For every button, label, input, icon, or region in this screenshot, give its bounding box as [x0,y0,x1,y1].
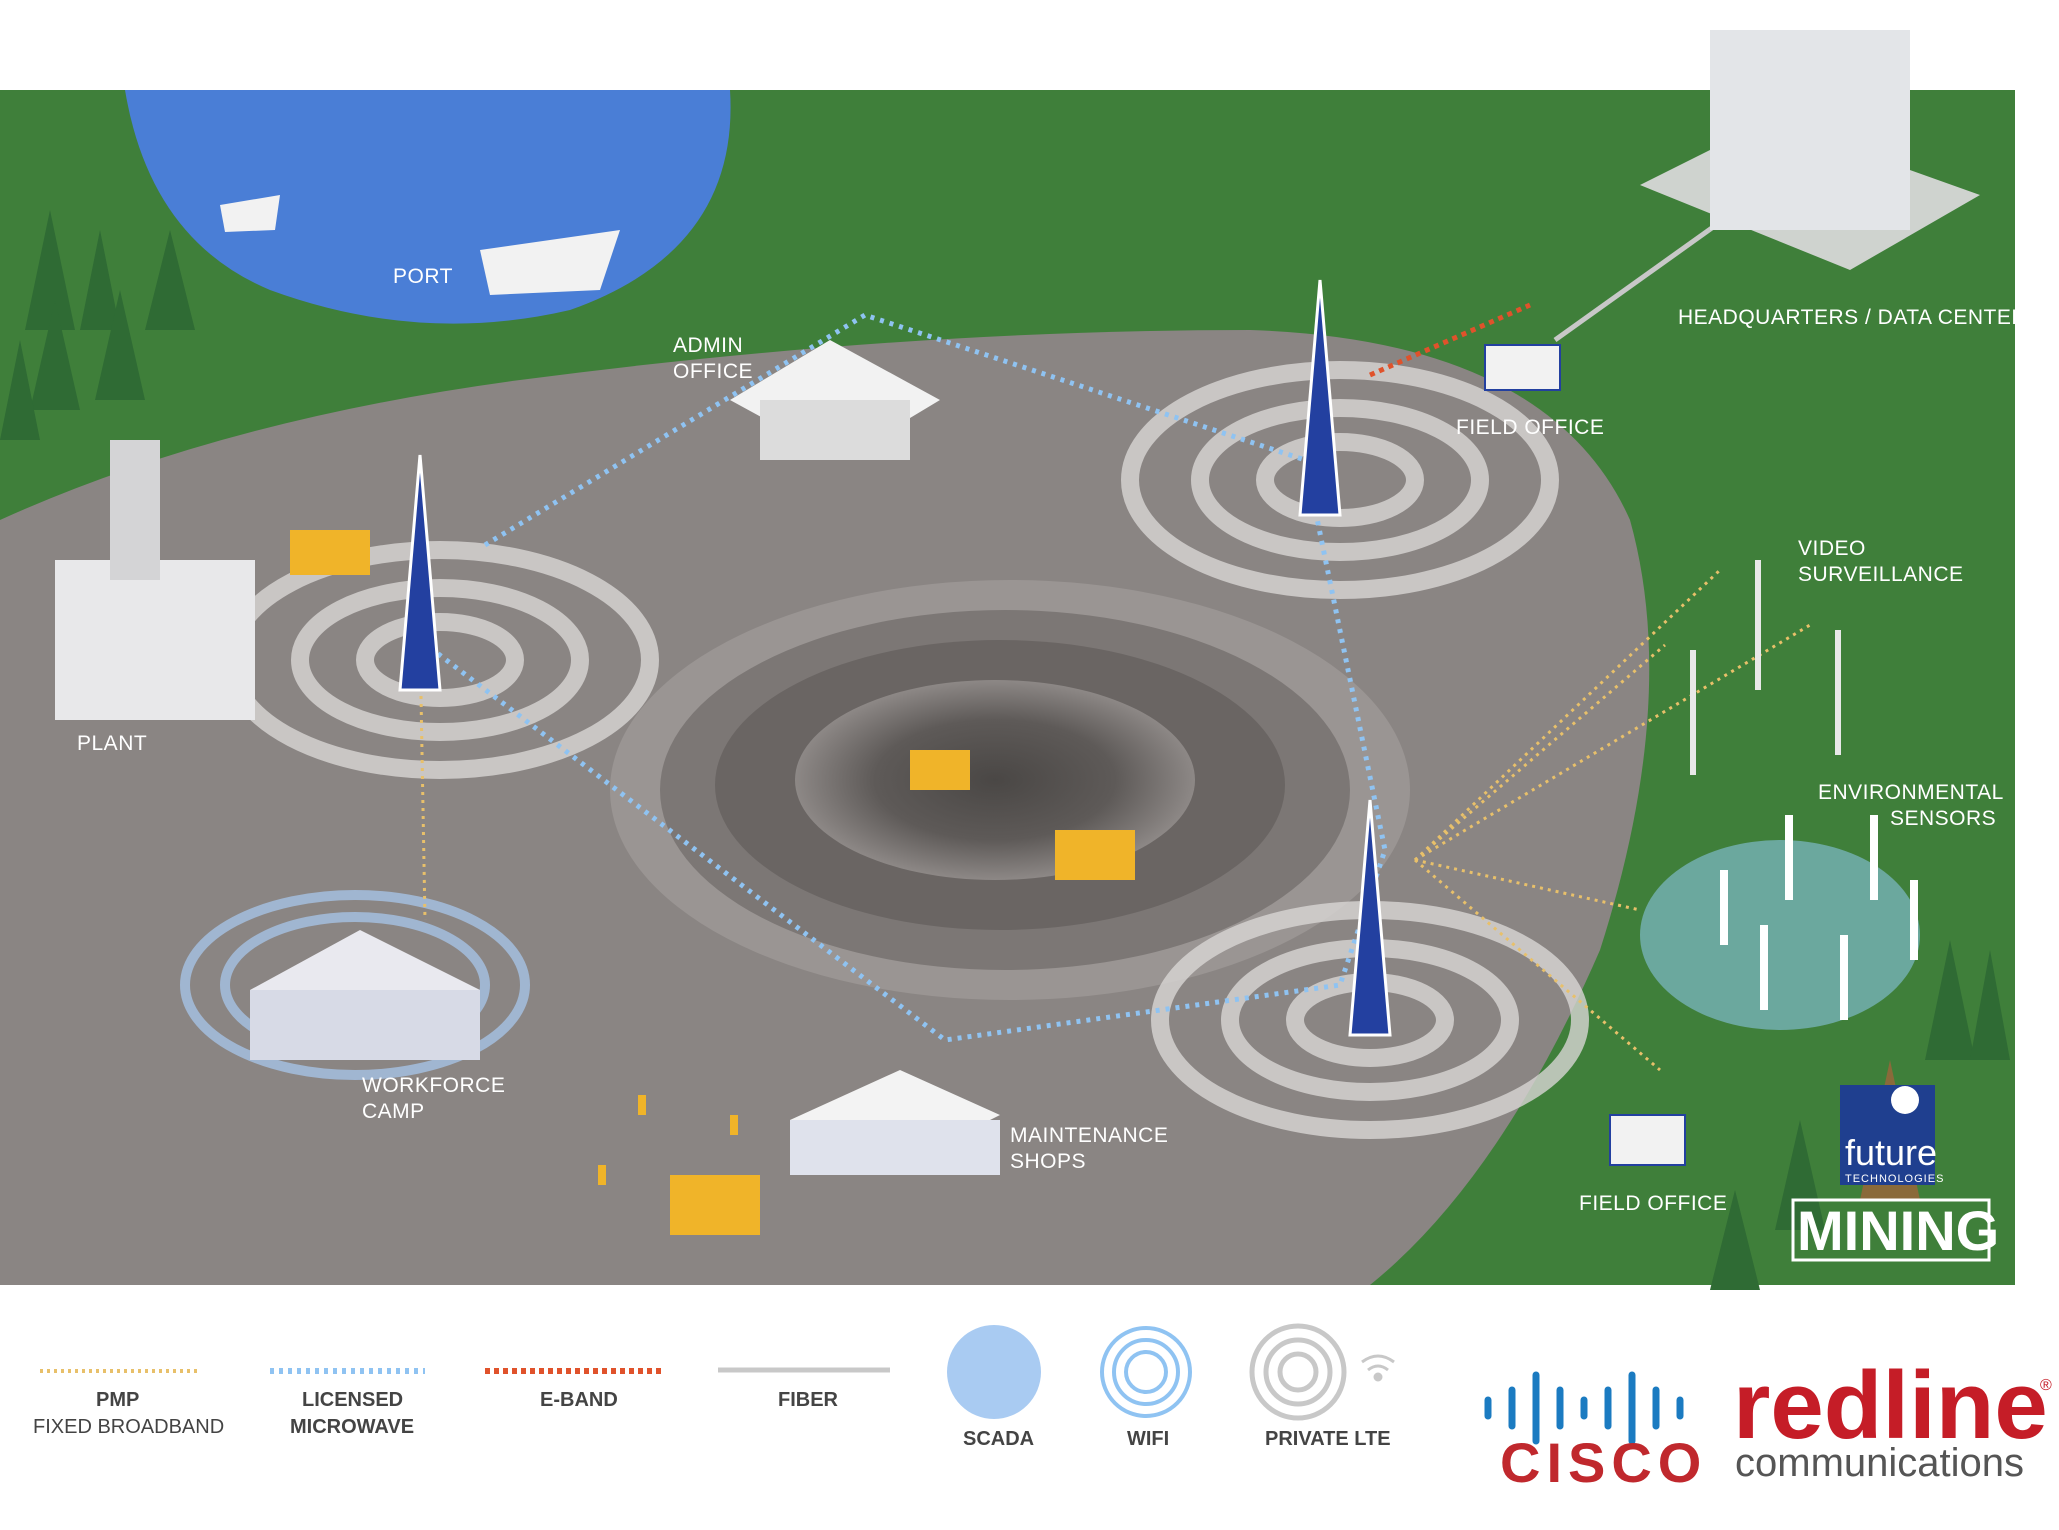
tower-icon [398,279,1392,1037]
field-office-bottom [1609,1114,1686,1166]
buildings [55,30,1980,1175]
lte-rings [221,361,1589,1139]
legend-scada-swatch [947,1325,1041,1419]
label-plant: PLANT [77,732,147,755]
label-maintenance-1: MAINTENANCE [1010,1124,1168,1147]
legend-lte: PRIVATE LTE [1265,1428,1391,1450]
excavator-icon [910,750,970,790]
label-env-1: ENVIRONMENTAL [1818,781,2004,804]
label-headquarters: HEADQUARTERS / DATA CENTER [1678,306,2027,329]
building-icon [790,1070,1000,1175]
starburst-icon [1891,1086,1919,1114]
legend-wifi-swatch [1100,1326,1192,1418]
redline-logo: redline ® communications [1733,1352,2052,1485]
label-maintenance-2: SHOPS [1010,1150,1086,1173]
cisco-logo: CISCO [1484,1371,1707,1494]
ship-icon [220,195,280,232]
redline-text: redline [1733,1352,2048,1459]
fiber-link [1553,212,1732,343]
legend-pmp-2: FIXED BROADBAND [33,1416,224,1438]
legend-scada: SCADA [963,1428,1034,1450]
excavator-icon [290,530,370,575]
building-icon [55,440,255,720]
label-workforce-2: CAMP [362,1100,425,1123]
future-mining-badge: future TECHNOLOGIES MINING [1791,1085,1999,1262]
mining-frame [1791,1198,1991,1262]
building-icon [730,340,940,460]
cisco-bars-icon [1484,1371,1684,1445]
excavator-icon [1055,830,1135,880]
camera-icon [1690,560,1841,775]
label-admin-2: OFFICE [673,360,753,383]
communications-text: communications [1735,1441,2024,1485]
label-field-office-bottom: FIELD OFFICE [1579,1192,1727,1215]
registered-mark: ® [2040,1377,2052,1394]
legend-eband: E-BAND [540,1389,618,1411]
cisco-text: CISCO [1500,1431,1707,1494]
ship-icon [480,230,620,295]
future-text: future [1845,1132,1937,1173]
label-workforce-1: WORKFORCE [362,1074,505,1097]
scada-zone [1640,840,1920,1030]
building-icon [250,930,480,1060]
legend: PMP FIXED BROADBAND LICENSED MICROWAVE E… [33,1323,1395,1450]
label-env-2: SENSORS [1890,807,1996,830]
label-video-2: SURVEILLANCE [1798,563,1964,586]
legend-fiber: FIBER [778,1389,839,1411]
mining-text: MINING [1797,1199,1999,1262]
future-logo [1840,1085,1935,1185]
label-field-office-top: FIELD OFFICE [1456,416,1604,439]
open-pit [610,580,1410,1000]
legend-licensed-1: LICENSED [302,1389,403,1411]
technologies-text: TECHNOLOGIES [1845,1173,1944,1185]
label-video-1: VIDEO [1798,537,1866,560]
scene-labels: PORT ADMIN OFFICE FIELD OFFICE HEADQUART… [77,265,2027,1215]
sensor-icon [1720,815,1918,1020]
pmp-links [418,568,1811,1072]
label-admin-1: ADMIN [673,334,743,357]
legend-pmp-1: PMP [96,1389,139,1411]
field-office-top [1484,344,1561,391]
truck-icon [670,1175,760,1235]
legend-licensed-2: MICROWAVE [290,1416,414,1438]
legend-wifi: WIFI [1127,1428,1169,1450]
wifi-icon [1361,1354,1395,1382]
legend-lte-swatch [1249,1323,1347,1421]
label-port: PORT [393,265,453,288]
worker-icon [598,1095,738,1185]
building-icon [1640,30,1980,270]
vehicles [220,195,1135,1235]
